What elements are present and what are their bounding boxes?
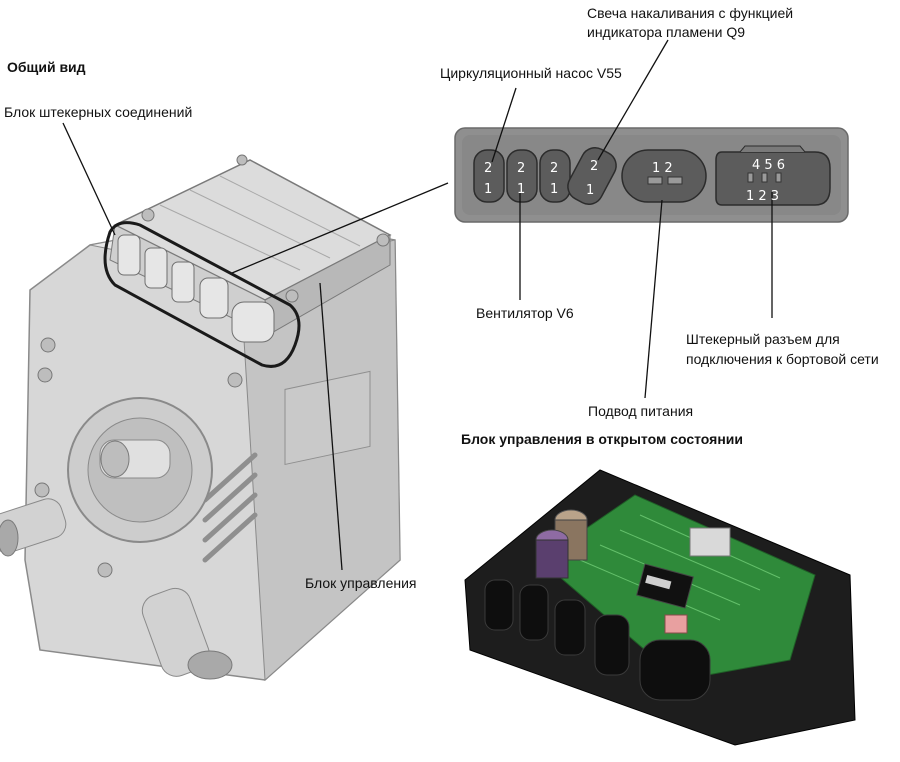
glow-plug-label-line1: Свеча накаливания с функцией: [587, 5, 794, 21]
onboard-label-line2: подключения к бортовой сети: [686, 351, 879, 367]
pump-label: Циркуляционный насос V55: [440, 65, 622, 81]
pump-socket: [473, 149, 505, 203]
power-socket: [621, 149, 707, 203]
general-view-heading: Общий вид: [7, 59, 86, 75]
onboard-socket: [715, 151, 831, 206]
connector-block-label: Блок штекерных соединений: [4, 104, 193, 120]
glow-plug-socket: [567, 147, 617, 205]
leader-lines: [62, 39, 773, 571]
open-control-unit-illustration: [464, 469, 856, 746]
fan-socket: [506, 149, 538, 203]
outlet-pipe: [99, 439, 171, 479]
control-unit-label: Блок управления: [305, 575, 417, 591]
heater-housing-illustration: [0, 154, 401, 682]
power-supply-label: Подвод питания: [588, 403, 694, 419]
connector-sockets: [117, 234, 275, 343]
onboard-label-line1: Штекерный разъем для: [686, 331, 840, 347]
open-unit-heading: Блок управления в открытом состоянии: [461, 431, 744, 447]
fan-label: Вентилятор V6: [476, 305, 574, 321]
glow-plug-label-line2: индикатора пламени Q9: [587, 24, 746, 40]
inlet-pipe: [0, 498, 67, 557]
lower-pipe: [141, 587, 233, 680]
connector-highlight-outline: [103, 221, 301, 368]
third-socket: [539, 149, 571, 203]
connector-panel: [454, 127, 849, 223]
